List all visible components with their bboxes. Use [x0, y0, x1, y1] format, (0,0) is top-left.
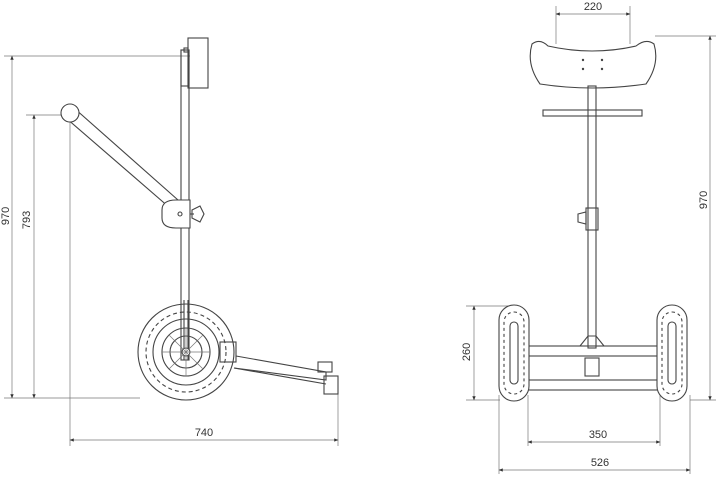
- dim-label-side-970: 970: [0, 207, 12, 225]
- dim-label-side-740: 740: [195, 427, 213, 439]
- dim-label-front-526: 526: [591, 457, 609, 469]
- front-handle-bar: [542, 109, 643, 117]
- dim-label-front-350: 350: [589, 429, 607, 441]
- front-mast: [587, 85, 597, 349]
- front-axle-frame: [524, 335, 662, 391]
- front-seat: [529, 40, 657, 89]
- front-clamp: [577, 207, 599, 231]
- dim-label-front-970: 970: [698, 191, 710, 209]
- dim-front-seat-width: 220: [555, 1, 631, 44]
- dim-side-length: 740: [69, 112, 339, 446]
- side-wheel: [137, 303, 237, 401]
- dim-front-overall-width: 526: [498, 395, 691, 474]
- dim-front-inner-track: 350: [527, 395, 661, 446]
- side-arm: [60, 103, 179, 209]
- front-wheel-left: [498, 304, 530, 402]
- dim-side-handle-height: 793: [21, 114, 62, 399]
- dim-label-front-260: 260: [461, 343, 473, 361]
- dim-label-side-793: 793: [21, 211, 33, 229]
- side-seat: [187, 37, 209, 89]
- side-clamp: [161, 199, 205, 229]
- dim-front-overall-height: 970: [655, 35, 716, 401]
- front-view: 220 970 260 350 526: [461, 1, 716, 474]
- dim-side-overall-height: 970: [0, 55, 190, 399]
- side-view: 970 793 740: [0, 37, 339, 446]
- front-wheel-right: [656, 304, 688, 402]
- dim-front-wheel-height: 260: [461, 305, 514, 401]
- side-base-frame: [183, 300, 339, 395]
- dim-label-front-220: 220: [584, 1, 602, 13]
